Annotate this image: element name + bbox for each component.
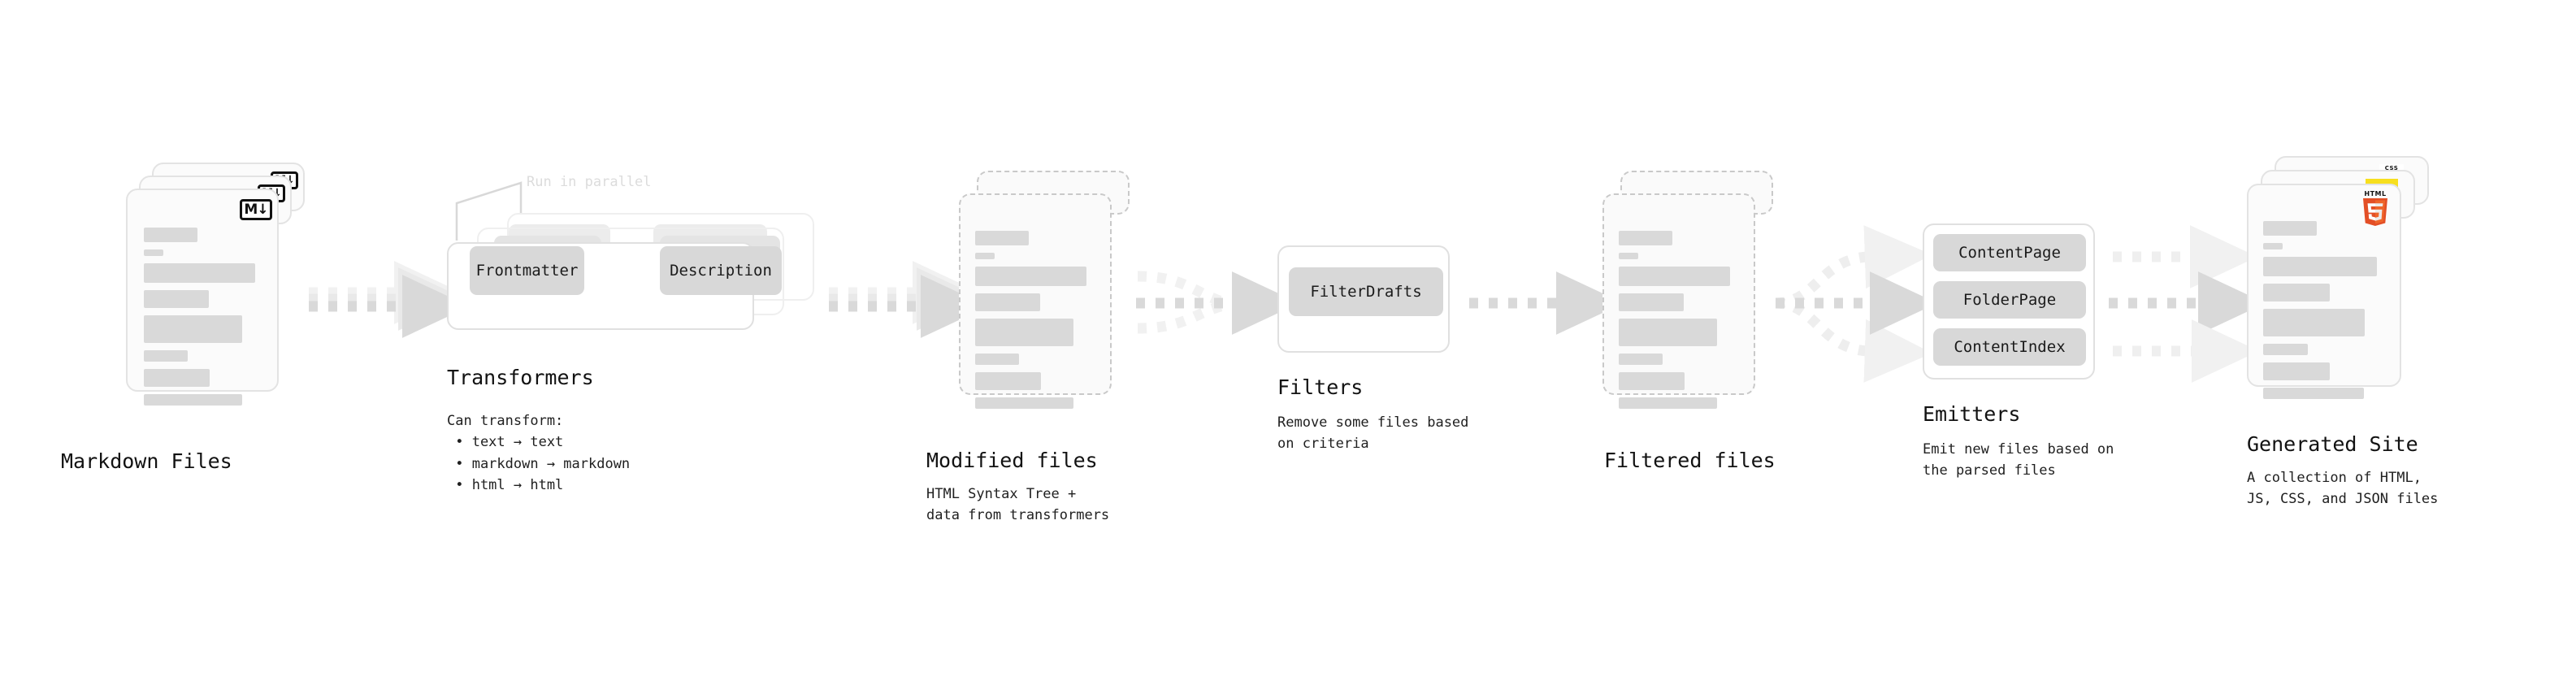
site-doc-skeleton: [2263, 221, 2389, 406]
markdown-logo-icon: M↓: [240, 199, 272, 220]
modified-files-subtitle: HTML Syntax Tree + data from transformer…: [926, 486, 1110, 524]
html5-shield: [2362, 198, 2388, 226]
modified-doc-skeleton: [975, 231, 1097, 416]
transformers-title: Transformers: [447, 366, 594, 389]
filtered-files-title: Filtered files: [1604, 449, 1776, 472]
connector-md-to-transformers: [309, 261, 470, 338]
html5-logo-icon: HTML: [2360, 190, 2391, 226]
connector-transformers-to-modified: [829, 261, 988, 338]
transformer-chip-frontmatter[interactable]: Frontmatter: [470, 246, 584, 295]
connector-filtered-to-emitters: [1775, 225, 1937, 383]
transformers-subtitle: Can transform: • text → text • markdown …: [447, 413, 631, 494]
stage-generated-site: CSS HTML: [2247, 156, 2438, 507]
connector-emitters-to-site: [2109, 225, 2266, 383]
run-in-parallel-label: Run in parallel: [527, 174, 652, 190]
emitter-chip-contentindex[interactable]: ContentIndex: [1933, 328, 2086, 366]
filtered-doc-skeleton: [1619, 231, 1741, 416]
generated-site-subtitle: A collection of HTML, JS, CSS, and JSON …: [2247, 470, 2439, 508]
stage-filtered-files: Filtered files: [1602, 171, 1781, 472]
filters-title: Filters: [1277, 375, 1364, 399]
filter-chip-filterdrafts[interactable]: FilterDrafts: [1289, 267, 1443, 316]
transformer-chip-description[interactable]: Description: [660, 246, 782, 295]
emitters-title: Emitters: [1923, 402, 2021, 426]
emitters-subtitle: Emit new files based on the parsed files: [1923, 441, 2114, 479]
stage-markdown-files: M↓ M↓ M↓ Markdown Files: [61, 163, 305, 473]
markdown-doc-skeleton: [144, 228, 266, 413]
stage-modified-files: Modified files HTML Syntax Tree + data f…: [926, 171, 1138, 523]
modified-files-title: Modified files: [926, 449, 1098, 472]
connector-modified-to-filters: [1136, 271, 1299, 335]
generated-site-title: Generated Site: [2247, 432, 2418, 456]
markdown-files-title: Markdown Files: [61, 449, 232, 473]
emitter-chip-folderpage[interactable]: FolderPage: [1933, 281, 2086, 319]
emitter-chip-contentpage[interactable]: ContentPage: [1933, 234, 2086, 271]
filters-subtitle: Remove some files based on criteria: [1277, 414, 1469, 453]
